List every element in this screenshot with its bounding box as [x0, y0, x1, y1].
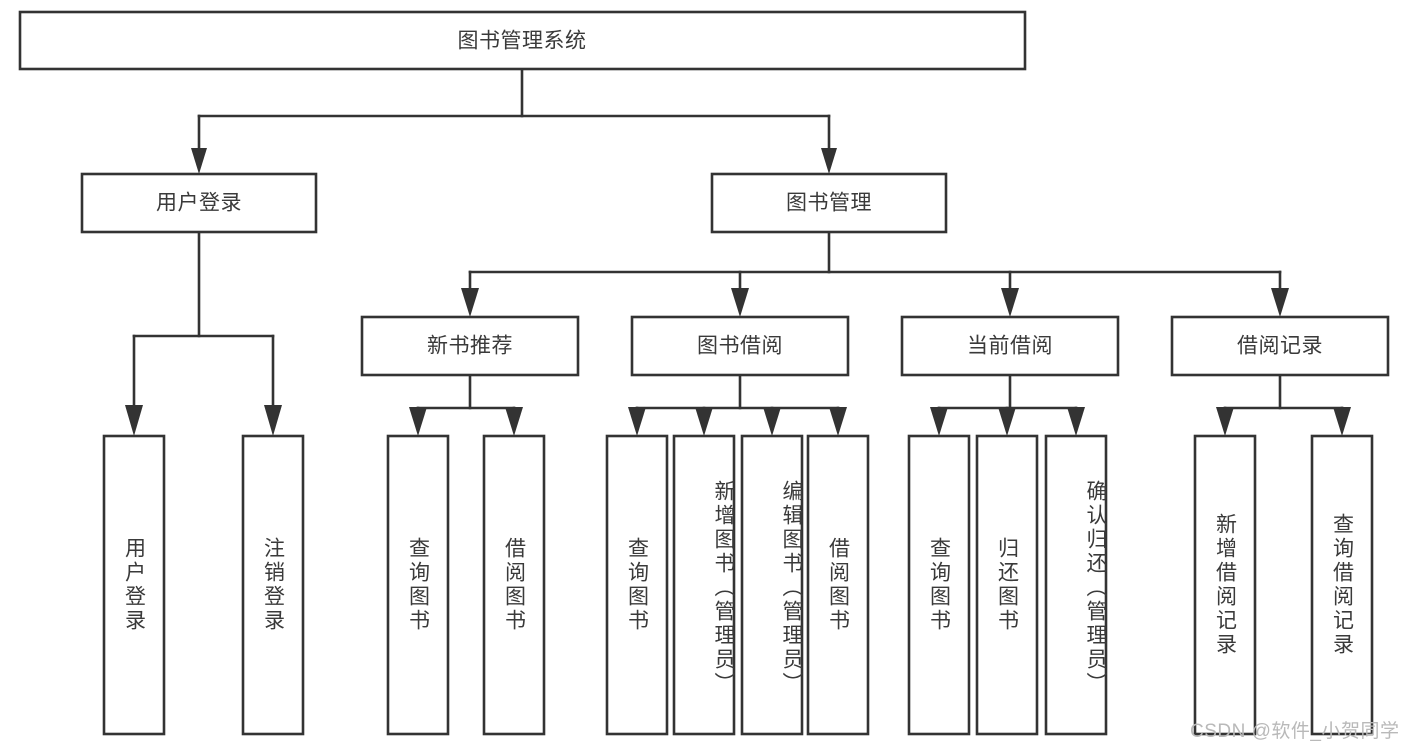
arrow-nbr-leaf1	[409, 407, 427, 436]
node-user-login[interactable]: 用户登录	[80, 172, 318, 234]
connector-group-new-book-recommend	[409, 373, 523, 436]
node-borrow-record[interactable]: 借阅记录	[1170, 315, 1390, 377]
arrow-br-leaf1	[1216, 407, 1234, 436]
node-book-borrow-box[interactable]	[630, 315, 850, 377]
node-current-borrow-box[interactable]	[900, 315, 1120, 377]
arrow-cb-leaf2	[998, 407, 1016, 436]
node-book-borrow[interactable]: 图书借阅	[630, 315, 850, 377]
arrow-cb-leaf3	[1067, 407, 1085, 436]
arrow-user-login-leaf2	[264, 405, 282, 436]
node-new-book-recommend[interactable]: 新书推荐	[360, 315, 580, 377]
arrow-nbr-leaf2	[505, 407, 523, 436]
leaf-box-user-logout[interactable]	[241, 434, 305, 736]
node-user-login-label: 用户登录	[156, 192, 242, 215]
node-book-manage-label: 图书管理	[786, 192, 872, 215]
arrow-bb-leaf1	[628, 407, 646, 436]
leaf-box-edit-book[interactable]	[740, 434, 804, 736]
connector-group-root	[191, 67, 837, 174]
connector-group-book-manage	[461, 230, 1289, 317]
connector-group-current-borrow	[930, 373, 1085, 436]
leaf-boxes	[102, 434, 1374, 736]
node-root-box[interactable]	[18, 10, 1027, 71]
leaf-box-add-record[interactable]	[1193, 434, 1257, 736]
arrow-cb-leaf1	[930, 407, 948, 436]
node-new-book-recommend-label: 新书推荐	[427, 335, 513, 358]
leaf-box-add-book[interactable]	[672, 434, 736, 736]
arrow-bb-leaf2	[695, 407, 713, 436]
node-borrow-record-box[interactable]	[1170, 315, 1390, 377]
node-current-borrow[interactable]: 当前借阅	[900, 315, 1120, 377]
leaf-box-borrow-book-2[interactable]	[806, 434, 870, 736]
connector-group-book-borrow	[628, 373, 847, 436]
leaf-box-return-book[interactable]	[975, 434, 1039, 736]
arrow-bb-leaf4	[829, 407, 847, 436]
node-borrow-record-label: 借阅记录	[1237, 335, 1323, 358]
node-new-book-recommend-box[interactable]	[360, 315, 580, 377]
arrow-br-leaf2	[1333, 407, 1351, 436]
arrow-bm-current-borrow	[1001, 288, 1019, 317]
node-book-borrow-label: 图书借阅	[697, 335, 783, 358]
arrow-bm-new-book	[461, 288, 479, 317]
leaf-box-query-record[interactable]	[1310, 434, 1374, 736]
leaf-box-query-book-1[interactable]	[386, 434, 450, 736]
leaf-box-query-book-2[interactable]	[605, 434, 669, 736]
node-book-manage[interactable]: 图书管理	[710, 172, 948, 234]
arrow-bm-borrow-record	[1271, 288, 1289, 317]
arrow-bb-leaf3	[763, 407, 781, 436]
arrow-bm-book-borrow	[731, 288, 749, 317]
arrow-root-to-book-manage	[821, 148, 837, 174]
arrow-user-login-leaf1	[125, 405, 143, 436]
node-current-borrow-label: 当前借阅	[967, 335, 1053, 358]
node-root-label: 图书管理系统	[458, 30, 587, 53]
connector-group-borrow-record	[1216, 373, 1351, 436]
arrow-root-to-user-login	[191, 148, 207, 174]
leaf-box-borrow-book-1[interactable]	[482, 434, 546, 736]
node-book-manage-box[interactable]	[710, 172, 948, 234]
leaf-box-query-book-3[interactable]	[907, 434, 971, 736]
connector-group-user-login	[125, 230, 282, 436]
node-root[interactable]: 图书管理系统	[18, 10, 1027, 71]
leaf-box-user-login[interactable]	[102, 434, 166, 736]
node-user-login-box[interactable]	[80, 172, 318, 234]
csdn-watermark: CSDN @软件_小贺同学	[1190, 721, 1400, 742]
leaf-box-confirm-return[interactable]	[1044, 434, 1108, 736]
